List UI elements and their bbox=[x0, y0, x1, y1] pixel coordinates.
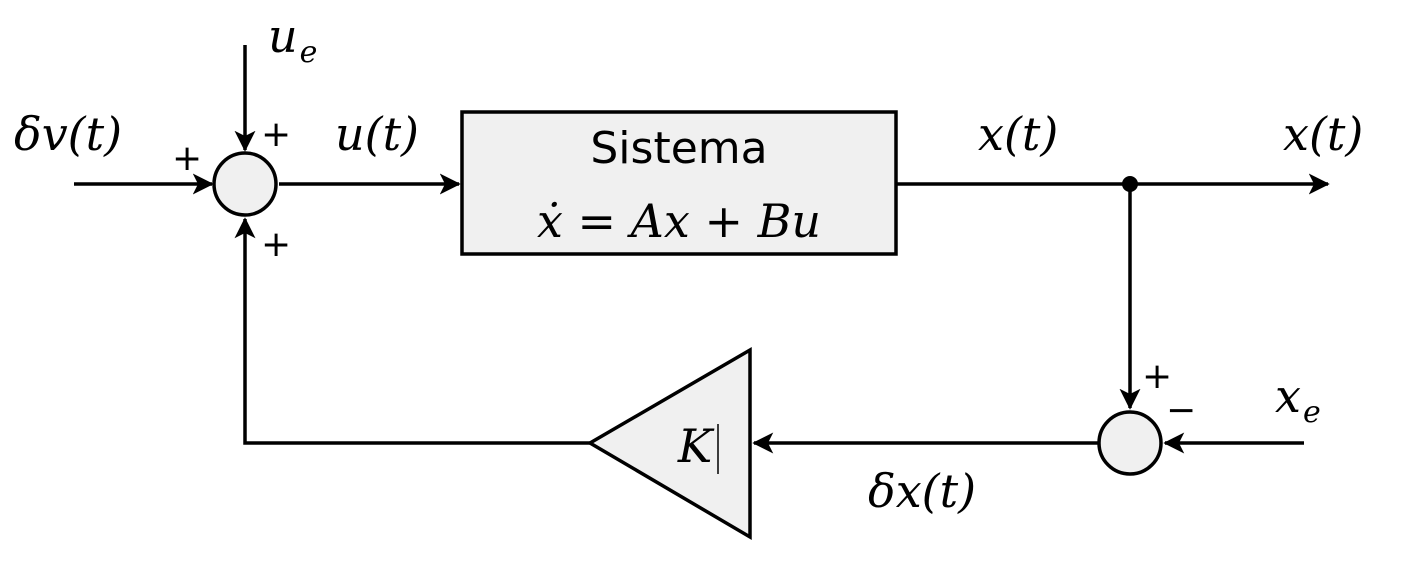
sign-sj2-right: − bbox=[1166, 390, 1196, 431]
sign-sj1-left: + bbox=[172, 138, 202, 179]
gain-label: K bbox=[677, 419, 715, 473]
system-title: Sistema bbox=[590, 123, 767, 174]
sign-sj1-top: + bbox=[261, 114, 291, 155]
gain-block bbox=[586, 346, 752, 541]
label-x-e: xe bbox=[1275, 369, 1321, 430]
system-block bbox=[460, 110, 898, 256]
label-u-e: ue bbox=[268, 9, 317, 70]
summing-junction-1 bbox=[212, 151, 278, 217]
system-equation: ẋ = Ax + Bu bbox=[537, 194, 821, 248]
sign-sj1-bottom: + bbox=[261, 224, 291, 265]
branch-point bbox=[1122, 176, 1138, 192]
feedback-return-line bbox=[234, 217, 590, 445]
label-x-t-out: x(t) bbox=[1283, 107, 1363, 161]
label-delta-v: δv(t) bbox=[14, 107, 122, 161]
summing-junction-2 bbox=[1097, 410, 1163, 476]
label-x-t-mid: x(t) bbox=[978, 107, 1058, 161]
label-delta-x: δx(t) bbox=[868, 464, 976, 518]
sign-sj2-top: + bbox=[1142, 356, 1172, 397]
label-u-t: u(t) bbox=[335, 107, 419, 161]
